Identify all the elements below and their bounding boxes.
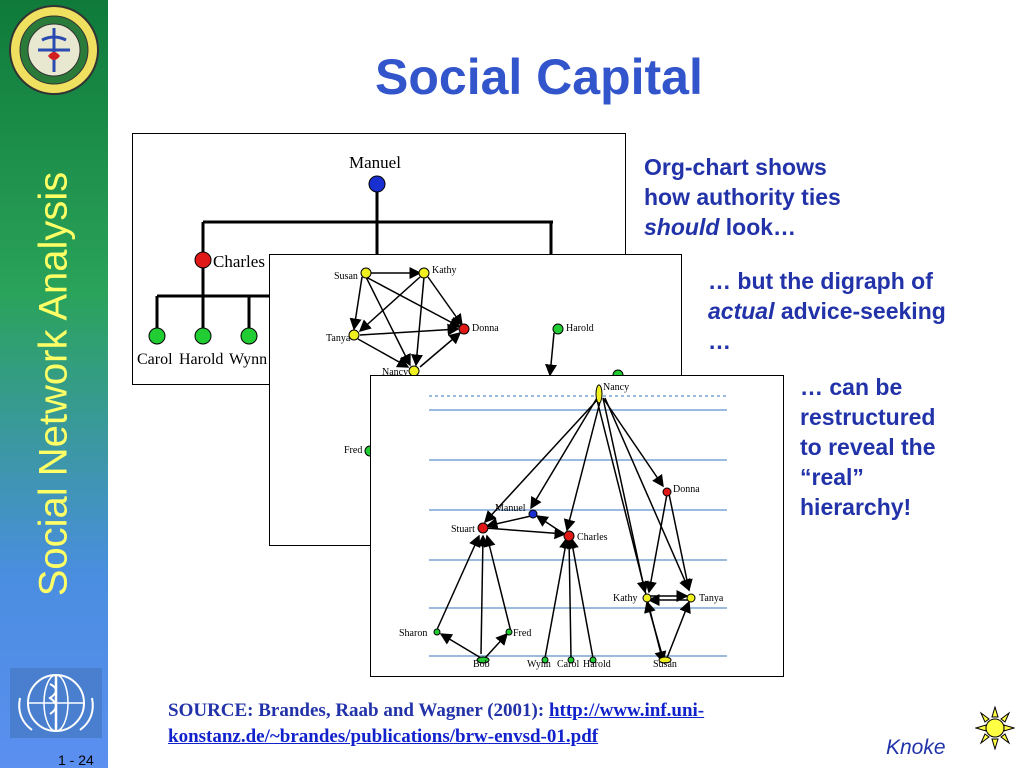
hier-label-carol: Carol (557, 659, 579, 670)
sidebar-title: Social Network Analysis (31, 171, 76, 597)
hier-label-kathy: Kathy (613, 593, 637, 604)
digraph-label-susan: Susan (334, 271, 358, 282)
digraph-label-tanya: Tanya (326, 333, 351, 344)
source-link-part1[interactable]: http://www.inf.uni- (548, 700, 705, 721)
caption-hierarchy: … can be restructured to reveal the “rea… (800, 374, 936, 520)
digraph-label-harold: Harold (566, 323, 594, 334)
hier-label-charles: Charles (577, 532, 608, 543)
label-carol: Carol (137, 351, 173, 368)
source-citation: SOURCE: Brandes, Raab and Wagner (2001):… (168, 700, 705, 747)
node-manuel (368, 175, 386, 193)
hier-label-tanya: Tanya (699, 593, 724, 604)
node-wynn (240, 327, 258, 345)
hier-label-manuel: Manuel (495, 503, 526, 514)
hier-label-nancy: Nancy (603, 382, 629, 393)
hier-label-harold: Harold (583, 659, 611, 670)
node-carol (148, 327, 166, 345)
digraph-label-kathy: Kathy (432, 265, 456, 276)
author-name: Knoke (886, 736, 946, 759)
slide-number: 1 - 24 (58, 752, 94, 768)
hier-label-donna: Donna (673, 484, 700, 495)
sun-icon (975, 706, 1015, 750)
label-manuel: Manuel (349, 153, 401, 172)
label-harold: Harold (179, 351, 223, 368)
hierarchy-panel: Nancy Donna Manuel Stuart Charles Kathy … (370, 375, 784, 677)
emphasis-actual: actual (708, 298, 775, 324)
node-harold (194, 327, 212, 345)
label-charles: Charles (213, 252, 265, 271)
node-charles (194, 251, 212, 269)
hier-label-stuart: Stuart (451, 524, 475, 535)
hier-label-fred: Fred (513, 628, 531, 639)
caption-digraph: … but the digraph of actual advice-seeki… (708, 268, 946, 354)
caption-org-chart: Org-chart shows how authority ties shoul… (644, 154, 841, 240)
source-link-part2[interactable]: konstanz.de/~brandes/publications/brw-en… (168, 726, 599, 747)
label-wynn: Wynn (229, 351, 267, 368)
restructured-hierarchy: Nancy Donna Manuel Stuart Charles Kathy … (399, 382, 727, 670)
digraph-label-fred: Fred (344, 445, 362, 456)
hier-label-sharon: Sharon (399, 628, 427, 639)
who-logo (10, 668, 102, 738)
digraph-label-donna: Donna (472, 323, 499, 334)
hier-label-bob: Bob (473, 659, 490, 670)
hier-label-wynn: Wynn (527, 659, 551, 670)
advice-digraph: Susan Kathy Tanya Donna Harold Nancy Fre… (326, 265, 624, 457)
sidebar: Social Network Analysis 1 - 24 (0, 0, 108, 768)
hier-label-susan: Susan (653, 659, 677, 670)
philippines-doh-seal-logo (9, 5, 99, 95)
slide-title: Social Capital (375, 49, 703, 105)
emphasis-should: should (644, 214, 720, 240)
org-chart-diagram: Manuel Charles Carol Harold Wynn (137, 153, 553, 368)
digraph-label-nancy: Nancy (382, 367, 408, 378)
